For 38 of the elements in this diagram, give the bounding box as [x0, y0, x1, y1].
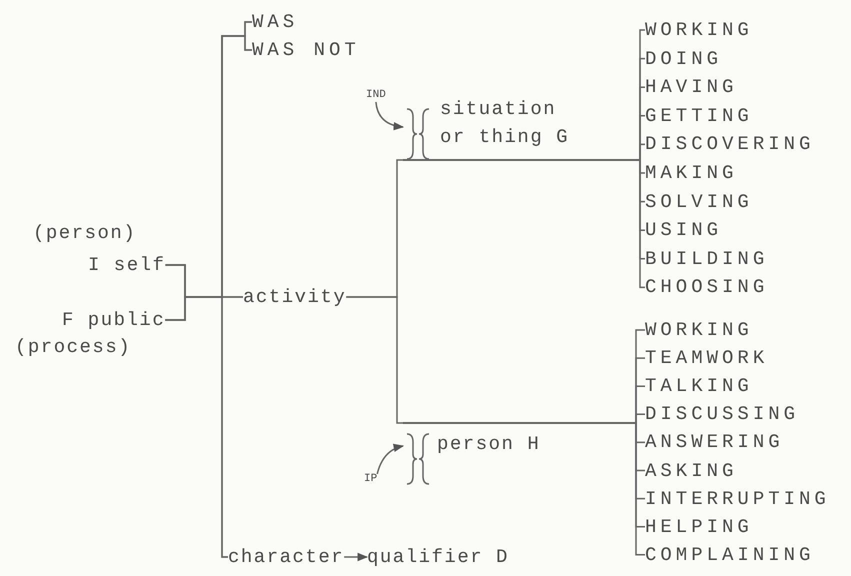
list-item: DISCOVERING	[645, 132, 814, 158]
list-item: COMPLAINING	[645, 542, 814, 568]
list-item: HAVING	[645, 75, 738, 100]
list-item: ASKING	[645, 458, 738, 484]
list-item: WORKING	[645, 318, 753, 343]
bracket-line	[346, 296, 403, 424]
category-label: character	[228, 545, 344, 570]
list-item: CHOOSING	[645, 275, 768, 300]
list-item: WORKING	[645, 18, 753, 43]
list-item: INTERRUPTING	[645, 486, 830, 512]
list-item: SOLVING	[645, 190, 753, 215]
branch-word: WAS	[252, 10, 298, 35]
list-item: TALKING	[645, 374, 753, 400]
list-item: DISCUSSING	[645, 402, 800, 428]
arrow	[376, 444, 404, 474]
side-note: (person)	[33, 221, 136, 246]
list-item: DOING	[645, 46, 722, 72]
bracket-line	[403, 159, 645, 288]
category-label: I self	[88, 253, 166, 278]
branch-word: WAS NOT	[252, 38, 360, 63]
list-item: GETTING	[645, 104, 753, 129]
category-label: person H	[437, 432, 540, 457]
annotation-text: IND	[366, 88, 386, 102]
list-item: ANSWERING	[645, 430, 784, 456]
category-label: qualifier D	[367, 545, 509, 570]
category-label: situation or thing G	[440, 97, 570, 150]
annotation-text: IP	[364, 472, 378, 486]
list-item: HELPING	[645, 514, 753, 540]
list-item: TEAMWORK	[645, 346, 768, 372]
list-item: MAKING	[645, 161, 738, 186]
category-label: activity	[243, 285, 346, 310]
list-item: BUILDING	[645, 246, 768, 272]
arrow	[344, 552, 368, 562]
side-note: (process)	[15, 335, 132, 360]
category-label: F public	[62, 308, 166, 333]
list-item: USING	[645, 218, 722, 244]
bracket-line	[403, 422, 645, 556]
arrow	[375, 102, 404, 130]
